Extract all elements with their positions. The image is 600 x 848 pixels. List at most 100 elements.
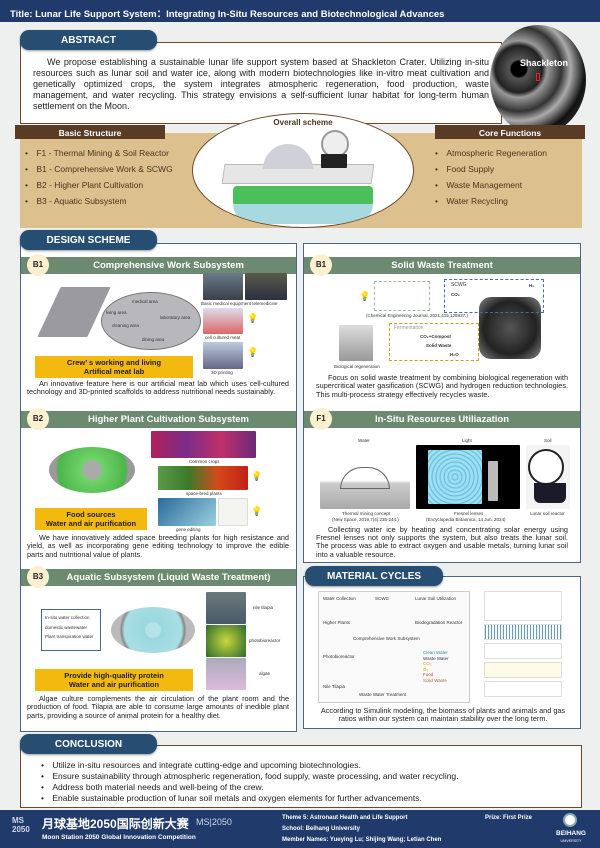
b3-title: Aquatic Subsystem (Liquid Waste Treatmen…: [66, 572, 271, 583]
water-inputs-box: In-situ water collection domestic wastew…: [41, 609, 101, 651]
b2-plant-section: B2 Higher Plant Cultivation Subsystem Co…: [21, 408, 296, 558]
competition-title-en: Moon Station 2050 Global Innovation Comp…: [42, 834, 196, 841]
medical-caption: Basic medical equipment: [201, 301, 252, 306]
material-cycles-text: According to Simulink modeling, the biom…: [320, 706, 566, 724]
beihang-logo-subtext: UNIVERSITY: [560, 839, 582, 843]
b3-aquatic-section: B3 Aquatic Subsystem (Liquid Waste Treat…: [21, 566, 296, 719]
process-diagram: [374, 281, 430, 311]
conclusion-item: Address both material needs and well-bei…: [41, 782, 581, 792]
lightbulb-icon: 💡: [359, 291, 371, 301]
core-functions-heading: Core Functions: [435, 125, 585, 139]
basic-structure-list: F1 - Thermal Mining & Soil Reactor B1 - …: [25, 148, 173, 212]
photobioreactor-photo: [206, 625, 246, 657]
basic-item: B1 - Comprehensive Work & SCWG: [25, 164, 172, 174]
overall-scheme-label: Overall scheme: [273, 118, 333, 127]
f1-title: In-Situ Resources Utiliazation: [374, 414, 510, 425]
solid-waste-text: Focus on solid waste treatment by combin…: [316, 373, 568, 399]
beihang-logo-text: BEIHANG: [556, 830, 586, 837]
core-item: Atmospheric Regeneration: [435, 148, 547, 158]
basic-item: B3 - Aquatic Subsystem: [25, 196, 173, 206]
school: School: Beihang University: [282, 826, 361, 832]
conclusion-item: Utilize in-situ resources and integrate …: [41, 760, 581, 770]
thermal-mining-image: [320, 445, 410, 509]
solid-waste-header: B1 Solid Waste Treatment: [304, 254, 580, 276]
basic-item: F1 - Thermal Mining & Soil Reactor: [25, 148, 173, 158]
design-scheme-heading: DESIGN SCHEME: [20, 230, 157, 250]
algae-photo: [206, 658, 246, 690]
abstract-heading: ABSTRACT: [20, 30, 157, 50]
b2-badge: B2: [27, 408, 49, 430]
core-functions-list: Atmospheric Regeneration Food Supply Was…: [435, 148, 547, 212]
b3-text: Algae culture complements the air circul…: [27, 694, 289, 720]
fresnel-lens-image: [416, 445, 520, 509]
competition-title-cn: 月球基地2050国际创新大赛: [42, 817, 189, 831]
abstract-box: We propose establishing a sustainable lu…: [20, 42, 502, 124]
space-bred-plants-photo: [158, 466, 248, 490]
bioreactor-image: [339, 325, 373, 361]
cultured-meat-photo: [203, 308, 243, 334]
soil-reactor-image: [526, 445, 570, 509]
core-item: Food Supply: [435, 164, 547, 174]
telemedicine-photo: [245, 273, 287, 300]
shackleton-crater-image: Shackleton: [490, 25, 586, 135]
simulation-plot-3: [484, 662, 562, 678]
flow-node: Water Collection: [323, 596, 356, 601]
material-flow-diagram: Water Collection SCWG Lunar Soil Utiliza…: [318, 591, 470, 703]
aquatic-module-image: [111, 607, 195, 653]
flow-node: Comprehensive Work Subsystem: [353, 636, 420, 641]
material-cycles-heading: MATERIAL CYCLES: [305, 566, 443, 586]
lightbulb-icon: 💡: [251, 506, 263, 516]
lightbulb-icon: 💡: [247, 347, 259, 357]
b2-title: Higher Plant Cultivation Subsystem: [88, 414, 249, 425]
common-crops-photo: [151, 431, 256, 458]
b1w-badge: B1: [310, 254, 332, 276]
simulation-plot-2: [484, 643, 562, 659]
f1-text: Collecting water ice by heating and conc…: [316, 525, 568, 559]
prize: Prize: First Prize: [485, 815, 533, 821]
beihang-seal-icon: [563, 813, 577, 827]
design-right-column: [303, 243, 581, 563]
crater-marker: [536, 73, 540, 81]
material-cycles-box: Water Collection SCWG Lunar Soil Utiliza…: [303, 576, 581, 729]
fermentation-box: Fermentation CO₂+Compost Solid Waste H₂O: [389, 323, 479, 361]
flow-node: Higher Plants: [323, 620, 351, 625]
simulink-model-image: [484, 591, 562, 621]
gene-editing-photo: [158, 498, 216, 526]
f1-isru-section: F1 In-Situ Resources Utiliazation Water …: [304, 408, 580, 558]
plant-drawing: [218, 498, 248, 526]
simulation-plot-4: [484, 681, 562, 697]
flow-node: Photobioreactor: [323, 654, 355, 659]
b2-header: B2 Higher Plant Cultivation Subsystem: [21, 408, 296, 430]
theme: Theme 5: Astronaut Health and Life Suppo…: [282, 815, 408, 821]
b1-work-title: Comprehensive Work Subsystem: [93, 260, 244, 271]
crater-label: Shackleton: [520, 58, 569, 68]
flow-node: Biodegradation Reactor: [415, 620, 463, 625]
solid-waste-section: B1 Solid Waste Treatment 💡 (Chemical Eng…: [304, 254, 580, 398]
footer: MS 2050 月球基地2050国际创新大赛 MS|2050 Moon Stat…: [0, 810, 600, 848]
solid-waste-title: Solid Waste Treatment: [391, 260, 493, 271]
poster-title: Title: Lunar Life Support System：Integra…: [0, 0, 600, 22]
ms2050-logo-small: MS|2050: [196, 817, 232, 827]
conclusion-item: Enable sustainable production of lunar s…: [41, 793, 581, 803]
f1-badge: F1: [310, 408, 332, 430]
conclusion-heading: CONCLUSION: [20, 734, 157, 754]
flow-node: SCWG: [375, 596, 389, 601]
medical-photo: [203, 273, 243, 300]
plant-module-image: [49, 447, 135, 493]
b3-badge: B3: [27, 566, 49, 588]
abstract-text: We propose establishing a sustainable lu…: [33, 57, 489, 111]
members: Member Names: Yueying Lu; Shijing Wang; …: [282, 837, 442, 843]
b1-work-section: B1 Comprehensive Work Subsystem medical …: [21, 254, 296, 396]
flow-node: Waste Water Treatment: [359, 692, 407, 697]
conclusion-box: Utilize in-situ resources and integrate …: [20, 745, 582, 808]
flow-node: Lunar Soil Utilization: [415, 596, 457, 601]
3d-printing-photo: [203, 342, 243, 369]
lightbulb-icon: 💡: [251, 471, 263, 481]
ms2050-logo: MS 2050: [12, 816, 30, 834]
basic-structure-heading: Basic Structure: [15, 125, 165, 139]
f1-header: F1 In-Situ Resources Utiliazation: [304, 408, 580, 430]
scwg-box: SCWG CO₂ H₂: [444, 279, 544, 313]
telemedicine-caption: telemedicine: [252, 301, 278, 306]
